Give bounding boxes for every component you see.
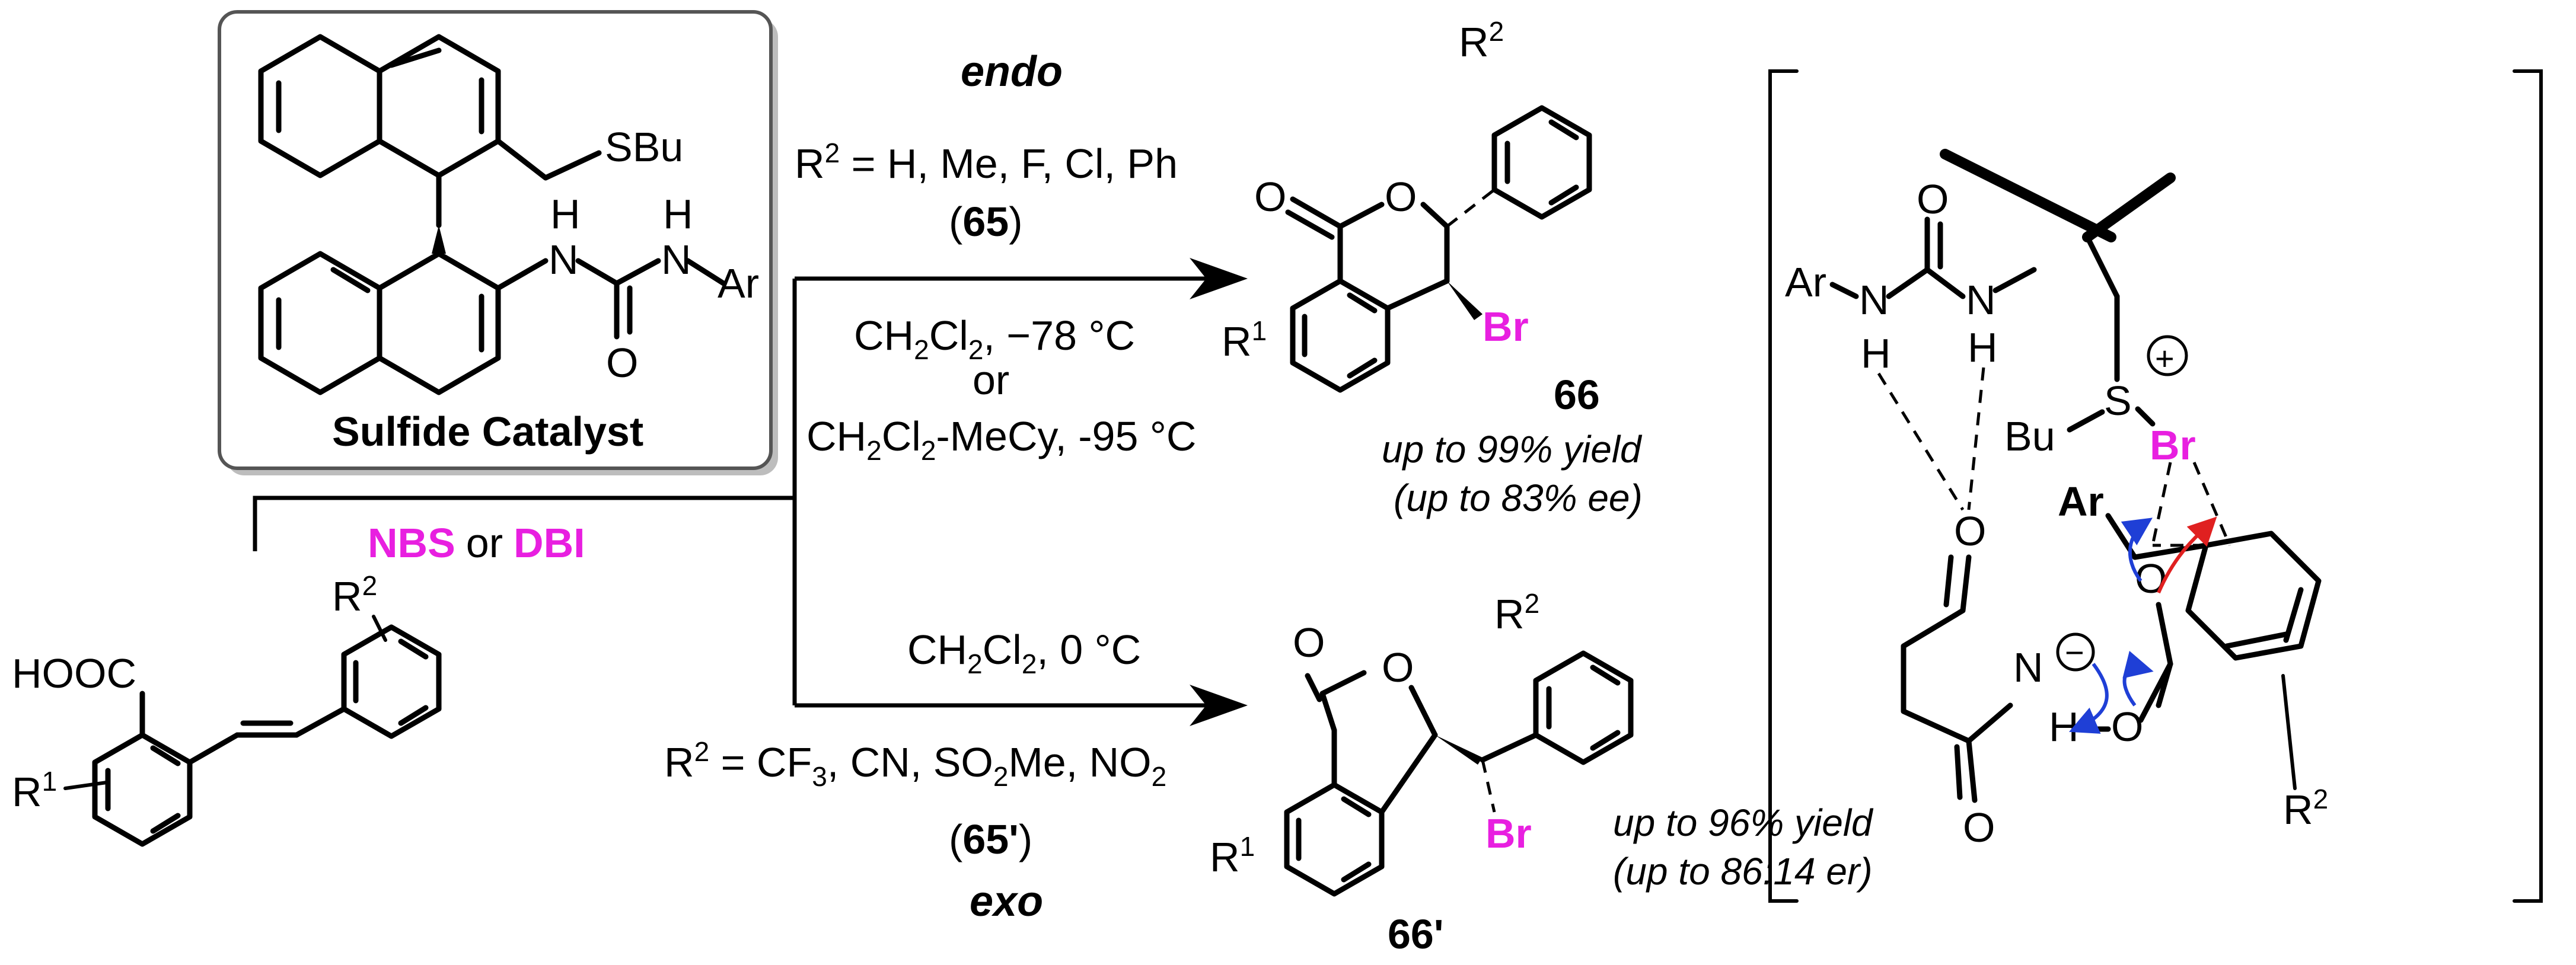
reaction-arrows xyxy=(253,258,1248,726)
sm-aryl-icon xyxy=(341,624,442,739)
catalyst-h1: H xyxy=(550,191,581,237)
p66p-ring-o: O xyxy=(1382,644,1414,691)
sm-benzene-icon xyxy=(92,732,193,847)
ts-curly-arrow-red xyxy=(2157,516,2217,594)
wedge-bond xyxy=(432,225,446,254)
p66p-r1: R1 xyxy=(1210,831,1255,880)
endo-condition-2: CH2Cl2-MeCy, -95 °C xyxy=(806,413,1196,466)
p66p-label: 66' xyxy=(1388,911,1444,957)
ts-n1: N xyxy=(1859,277,1889,323)
catalyst-box xyxy=(218,10,773,470)
exo-condition: CH2Cl2, 0 °C xyxy=(907,627,1141,679)
ts-bracket-left xyxy=(1768,69,1799,903)
catalyst-panel: SBu N H O N H Ar Sulfide Catalyst xyxy=(218,10,778,475)
p66-r1: R1 xyxy=(1222,315,1267,365)
product-66p: O O R2 Br R1 66' up to 96% yield (up to … xyxy=(1210,588,1874,957)
ts-oh-h: H xyxy=(2049,704,2079,750)
ts-imide-n: N xyxy=(2013,644,2043,691)
sm-r1: R1 xyxy=(12,766,57,815)
exo-label: exo xyxy=(970,878,1043,925)
ts-r2: R2 xyxy=(2283,784,2328,833)
ts-h2: H xyxy=(1968,324,1998,370)
ts-oh-o: O xyxy=(2111,704,2143,750)
ts-backbone-bold xyxy=(1940,149,2116,242)
p66p-carbonyl-o: O xyxy=(1293,619,1325,666)
ts-s: S xyxy=(2104,378,2132,424)
p66p-aryl-icon xyxy=(1533,650,1634,765)
ts-ar-bold: Ar xyxy=(2058,478,2104,525)
ts-benzene-icon xyxy=(2185,531,2322,661)
endo-substrate-label: (65) xyxy=(949,199,1023,245)
p66-label: 66 xyxy=(1554,372,1600,418)
ts-curly-arrow-blue-1 xyxy=(2068,663,2109,734)
starting-material: HOOC R1 R2 xyxy=(12,570,442,847)
endo-substituents: R2 = H, Me, F, Cl, Ph xyxy=(795,138,1178,187)
sm-acid-label: HOOC xyxy=(12,650,136,696)
exo-substrate-label: (65') xyxy=(949,816,1032,862)
sm-r2: R2 xyxy=(332,570,377,619)
p66-carbonyl-o: O xyxy=(1254,174,1286,220)
p66-selectivity: (up to 83% ee) xyxy=(1394,477,1643,519)
thioether-arm xyxy=(495,138,602,181)
endo-label: endo xyxy=(961,48,1063,95)
ts-bracket-right xyxy=(2513,69,2543,903)
catalyst-ar: Ar xyxy=(718,260,759,306)
ts-br: Br xyxy=(2150,422,2196,468)
catalyst-h2: H xyxy=(663,191,693,237)
ts-bu: Bu xyxy=(2004,413,2055,459)
ts-imide-minus: − xyxy=(2065,634,2084,671)
endo-condition-1: CH2Cl2, −78 °C xyxy=(854,312,1135,365)
p66p-selectivity: (up to 86:14 er) xyxy=(1613,850,1873,893)
catalyst-sbu-label: SBu xyxy=(605,124,683,170)
product-66: O O R2 Br R1 66 up to 99% yield (up to 8… xyxy=(1222,16,1643,519)
ts-curly-arrow-blue-2 xyxy=(2122,651,2154,707)
p66p-yield: up to 96% yield xyxy=(1613,801,1874,844)
catalyst-title: Sulfide Catalyst xyxy=(332,408,643,455)
ts-h1: H xyxy=(1861,330,1891,376)
transition-state: Ar N H O N H S + Bu Br Ar O N xyxy=(1768,69,2543,903)
endo-condition-or: or xyxy=(973,357,1009,403)
ts-curly-arrow-blue-3 xyxy=(2121,517,2153,582)
catalyst-carbonyl-o: O xyxy=(606,340,638,386)
p66-br: Br xyxy=(1483,303,1529,350)
lower-naphthalene-icon xyxy=(258,225,501,395)
ts-ar-left: Ar xyxy=(1785,259,1826,305)
p66-aryl-icon xyxy=(1491,105,1592,220)
ts-s-plus: + xyxy=(2155,340,2175,377)
p66-r2: R2 xyxy=(1459,16,1504,65)
p66-ring-o: O xyxy=(1385,174,1417,220)
ts-imide-o-bottom: O xyxy=(1963,804,1995,851)
ts-imide-o-top: O xyxy=(1954,508,1986,554)
p66-yield: up to 99% yield xyxy=(1382,428,1643,471)
ts-carbonyl-o: O xyxy=(1917,176,1949,222)
exo-substituents: R2 = CF3, CN, SO2Me, NO2 xyxy=(664,736,1166,792)
p66p-br: Br xyxy=(1485,810,1532,857)
ts-n2: N xyxy=(1966,277,1996,323)
catalyst-n1: N xyxy=(549,237,579,283)
p66p-r2: R2 xyxy=(1494,588,1539,637)
